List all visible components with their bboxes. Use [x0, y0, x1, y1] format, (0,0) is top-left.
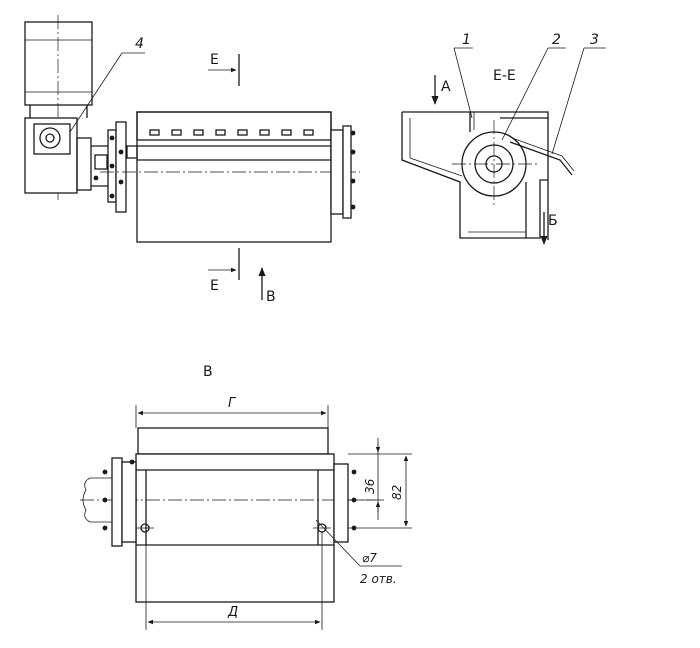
motor	[24, 15, 93, 200]
end-flange	[330, 125, 356, 219]
hole-callout: ⌀7 2 отв.	[315, 519, 402, 586]
hole-count-label: 2 отв.	[360, 572, 397, 586]
dimension-g: Г	[135, 396, 329, 428]
front-view: 4 Е Е В	[24, 15, 360, 305]
view-v: В Г	[80, 364, 412, 630]
hopper-plate	[137, 427, 329, 455]
callout-1: 1	[462, 32, 471, 48]
dimension-36-label: 36	[363, 478, 377, 494]
callout-4-leader	[69, 52, 123, 133]
dimension-d: Д	[145, 532, 323, 630]
drive-flange	[93, 121, 127, 213]
arrow-b-letter: Б	[548, 213, 558, 229]
drum-teeth	[149, 129, 314, 136]
housing	[459, 179, 548, 239]
gearbox	[24, 117, 108, 194]
view-arrow-letter: В	[266, 289, 276, 305]
arrow-a: А	[431, 75, 451, 105]
callout-4: 4	[135, 36, 144, 52]
section-view-ee: Е-Е А Б 1	[401, 32, 606, 245]
hopper-left-wall	[401, 112, 461, 190]
section-letter-bottom: Е	[210, 278, 219, 294]
drum-body	[100, 111, 360, 243]
view-title: В	[203, 364, 213, 380]
hopper-top	[402, 111, 549, 150]
dimension-g-label: Г	[228, 396, 237, 411]
view-arrow-v: В	[258, 267, 276, 305]
section-title: Е-Е	[493, 68, 516, 84]
arrow-a-letter: А	[441, 79, 451, 95]
dimension-82: 82	[348, 453, 412, 529]
hole-diameter-label: ⌀7	[362, 551, 377, 565]
section-marker-bottom: Е	[208, 248, 240, 294]
body-plan	[135, 453, 335, 603]
callout-3: 3	[590, 32, 599, 48]
dimension-82-label: 82	[390, 485, 404, 500]
dimension-36: 36	[348, 438, 384, 520]
arrow-b: Б	[540, 212, 558, 245]
section-marker-top: Е	[208, 52, 240, 86]
section-letter-top: Е	[210, 52, 219, 68]
dimension-d-label: Д	[227, 605, 238, 620]
scraper	[509, 141, 573, 176]
callout-2: 2	[552, 32, 561, 48]
